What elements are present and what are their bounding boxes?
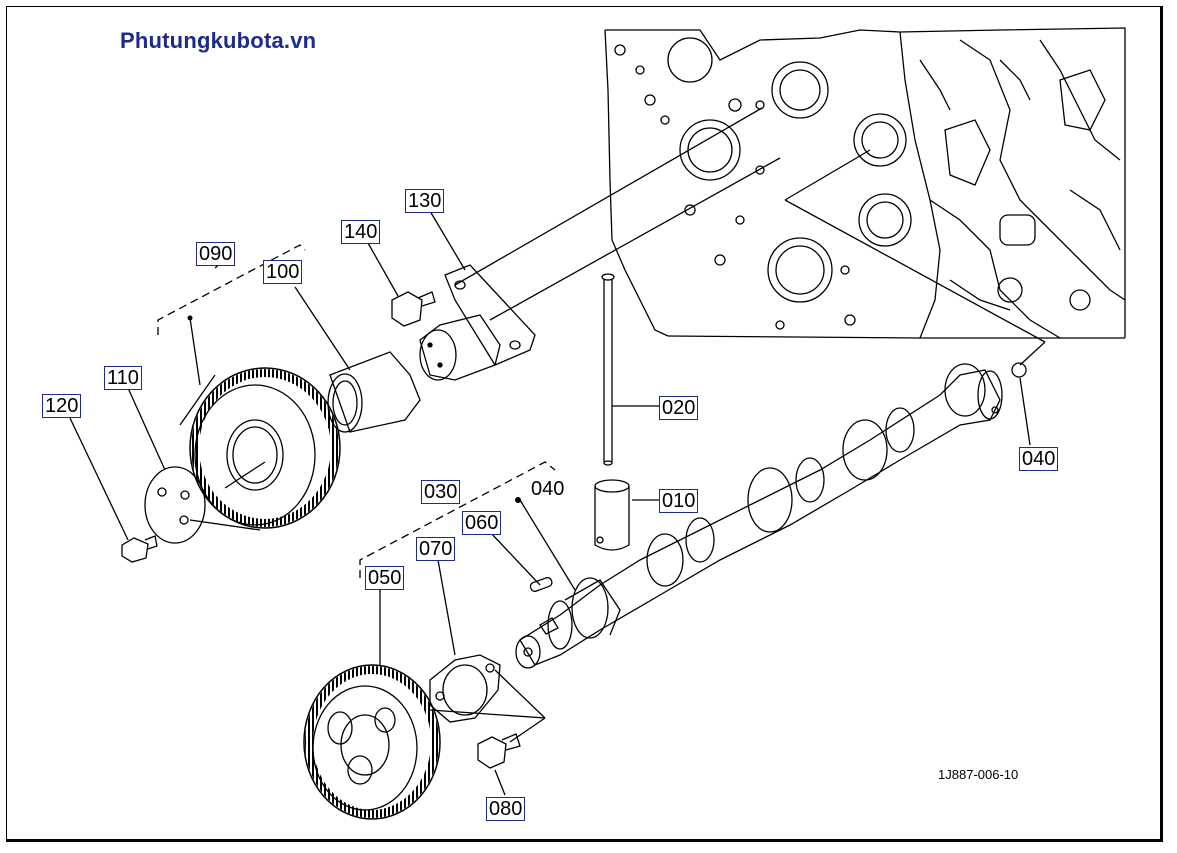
callout-140: 140 xyxy=(341,220,381,244)
camshaft xyxy=(515,363,1003,669)
bolt-120 xyxy=(121,535,158,563)
callout-050: 050 xyxy=(365,566,405,590)
callout-060: 060 xyxy=(462,511,502,535)
callout-010: 010 xyxy=(659,489,699,513)
callout-030: 030 xyxy=(421,480,461,504)
thrust-plate xyxy=(144,466,206,544)
steel-ball xyxy=(1011,362,1027,378)
diagram-frame xyxy=(6,6,1163,842)
idle-gear xyxy=(179,367,341,531)
push-rod xyxy=(601,273,615,466)
callout-040-group: 040 xyxy=(531,478,565,500)
callout-020: 020 xyxy=(659,396,699,420)
bolt-140 xyxy=(391,291,436,327)
key xyxy=(529,576,553,592)
tappet xyxy=(594,479,630,551)
callout-110: 110 xyxy=(104,366,142,390)
site-watermark: Phutungkubota.vn xyxy=(120,28,317,53)
idle-gear-shaft-housing xyxy=(419,264,536,381)
callout-100: 100 xyxy=(263,260,303,284)
idle-gear-bushing xyxy=(327,351,421,433)
drawing-number: 1J887-006-10 xyxy=(938,767,1019,782)
engine-block xyxy=(604,27,1126,339)
callout-090: 090 xyxy=(196,242,236,266)
callout-120: 120 xyxy=(42,394,82,418)
callout-130: 130 xyxy=(405,189,445,213)
callout-040-ball: 040 xyxy=(1019,447,1059,471)
bolt-080 xyxy=(477,733,521,769)
callout-070: 070 xyxy=(416,537,456,561)
callout-080: 080 xyxy=(486,797,526,821)
camshaft-gear xyxy=(303,664,441,820)
